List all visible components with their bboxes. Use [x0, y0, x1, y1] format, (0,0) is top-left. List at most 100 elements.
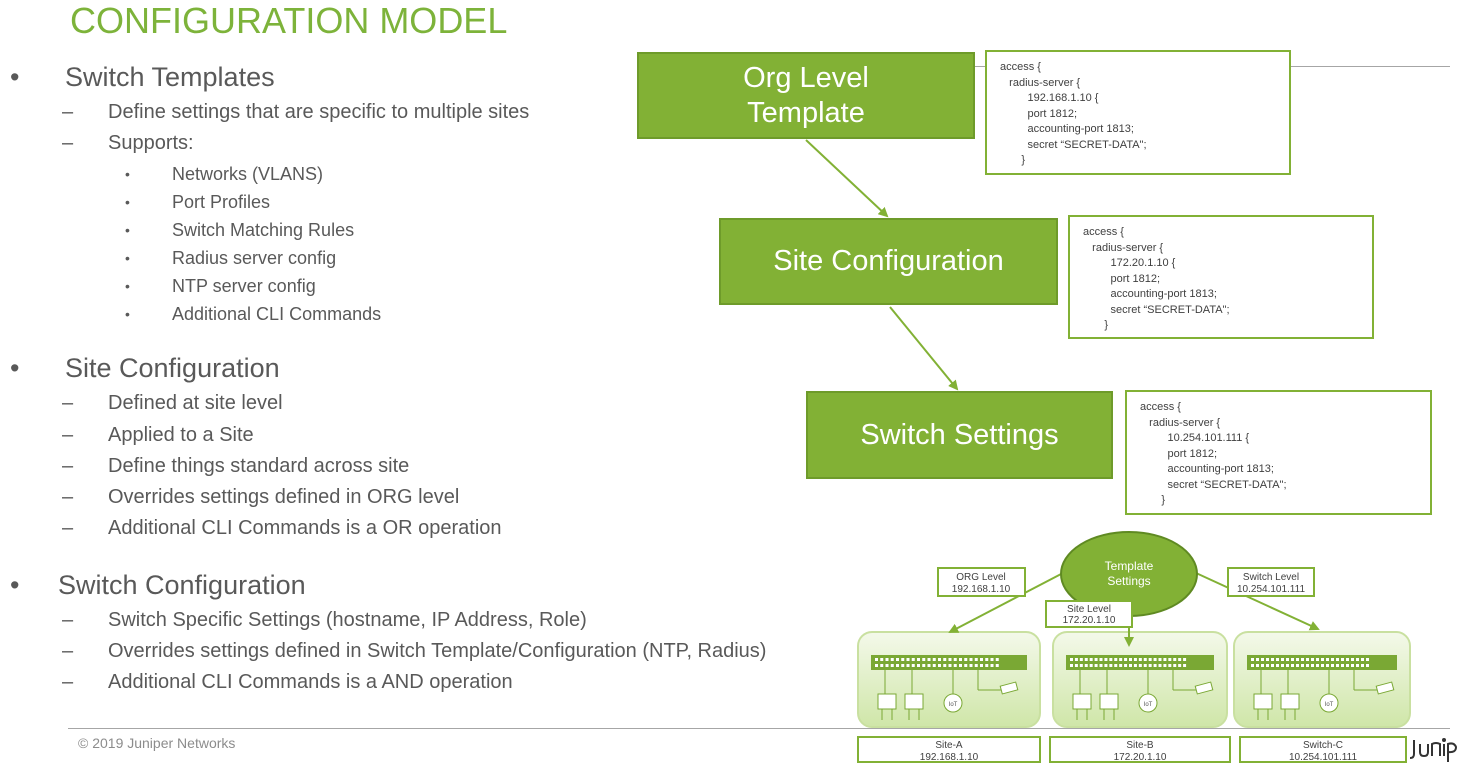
- bullet: •: [125, 278, 130, 294]
- item-text: Port Profiles: [172, 192, 271, 212]
- iot-device-icon: [1138, 693, 1158, 713]
- dash: –: [62, 132, 74, 154]
- iot-label: IoT: [1144, 702, 1153, 708]
- node-label: Settings: [1107, 574, 1150, 588]
- list-item: –Applied to a Site: [62, 424, 254, 447]
- level-ip: 10.254.101.111: [1237, 584, 1305, 595]
- dash: –: [62, 392, 74, 414]
- access-point-icon: [904, 693, 924, 710]
- list-item: – Additional CLI Commands is a OR operati…: [62, 517, 502, 540]
- sub-item: • Switch Matching Rules: [125, 220, 355, 241]
- heading-text: Site Configuration: [65, 353, 280, 383]
- switch-level-label: Switch Level 10.254.101.111: [1227, 567, 1315, 597]
- section-heading: • Switch Configuration: [10, 570, 306, 601]
- item-text: NTP server config: [172, 276, 316, 296]
- list-item: – Define settings that are specific to mu…: [62, 101, 530, 124]
- template-settings-node: Template Settings: [1060, 531, 1198, 617]
- item-text: Switch Matching Rules: [172, 220, 355, 240]
- list-item: – Supports:: [62, 132, 194, 155]
- iot-label: IoT: [1325, 702, 1334, 708]
- access-point-icon: [1280, 693, 1300, 710]
- camera-icon: [1194, 681, 1214, 695]
- bullet: •: [10, 353, 20, 383]
- access-point-icon: [877, 693, 897, 710]
- bullet: •: [125, 250, 130, 266]
- section-heading: •Switch Templates: [10, 62, 275, 93]
- item-text: Defined at site level: [108, 392, 283, 414]
- arrow-site-to-switch: [889, 306, 959, 391]
- dash: –: [62, 517, 74, 539]
- site-ip: 172.20.1.10: [1114, 752, 1167, 763]
- site-ip: 192.168.1.10: [920, 752, 979, 763]
- site-configuration-box: Site Configuration: [719, 218, 1058, 305]
- access-point-icon: [1072, 693, 1092, 710]
- level-ip: 192.168.1.10: [952, 584, 1011, 595]
- section-heading: • Site Configuration: [10, 353, 280, 384]
- sub-item: •Port Profiles: [125, 192, 271, 213]
- arrow-to-switch-c: [1195, 572, 1320, 631]
- dash: –: [62, 671, 74, 693]
- item-text: Overrides settings defined in Switch Tem…: [108, 640, 767, 662]
- bullet: •: [125, 166, 130, 182]
- sub-item: • Additional CLI Commands: [125, 304, 382, 325]
- site-name: Site-A: [935, 740, 963, 751]
- list-item: – Overrides settings defined in ORG level: [62, 486, 460, 509]
- item-text: Radius server config: [172, 248, 337, 268]
- box-label: Org Level Template: [743, 61, 869, 129]
- bottom-divider: [68, 728, 1450, 729]
- site-background: [1052, 631, 1228, 728]
- dash: –: [62, 486, 74, 508]
- list-item: – Additional CLI Commands is a AND operat…: [62, 671, 513, 694]
- bullet: •: [125, 222, 130, 238]
- level-ip: 172.20.1.10: [1063, 615, 1116, 626]
- switch-icon: [871, 655, 1027, 670]
- item-text: Additional CLI Commands: [172, 304, 382, 324]
- bullet: •: [125, 306, 130, 322]
- switch-config-code: access { radius-server { 10.254.101.111 …: [1125, 390, 1432, 515]
- item-text: Supports:: [108, 132, 194, 154]
- list-item: – Switch Specific Settings (hostname, IP …: [62, 609, 587, 632]
- org-level-template-box: Org Level Template: [637, 52, 975, 139]
- juniper-logo: [1409, 738, 1458, 762]
- site-config-code: access { radius-server { 172.20.1.10 { p…: [1068, 215, 1374, 339]
- level-name: Site Level: [1067, 604, 1111, 615]
- list-item: – Define things standard across site: [62, 455, 410, 478]
- camera-icon: [999, 681, 1019, 695]
- dash: –: [62, 455, 74, 477]
- dash: –: [62, 609, 74, 631]
- box-label: Switch Settings: [860, 418, 1059, 451]
- item-text: Additional CLI Commands is a OR operatio…: [108, 517, 502, 539]
- heading-text: Switch Configuration: [58, 570, 306, 600]
- dash: –: [62, 640, 74, 662]
- site-name: Switch-C: [1303, 740, 1343, 751]
- item-text: Define things standard across site: [108, 455, 410, 477]
- item-text: Networks (VLANS): [172, 164, 324, 184]
- site-ip: 10.254.101.111: [1289, 752, 1357, 763]
- node-label: Template: [1105, 559, 1154, 573]
- camera-icon: [1375, 681, 1395, 695]
- dash: –: [62, 101, 74, 123]
- slide-title: CONFIGURATION MODEL: [70, 0, 508, 41]
- switch-icon: [1066, 655, 1214, 670]
- iot-device-icon: [943, 693, 963, 713]
- bullet: •: [10, 570, 20, 600]
- site-group: IoT: [1233, 631, 1411, 728]
- access-point-icon: [1253, 693, 1273, 710]
- item-text: Additional CLI Commands is a AND operati…: [108, 671, 513, 693]
- item-text: Define settings that are specific to mul…: [108, 101, 530, 123]
- iot-label: IoT: [949, 702, 958, 708]
- copyright-footer: © 2019 Juniper Networks: [78, 735, 236, 751]
- arrow-org-to-site: [805, 139, 889, 218]
- item-text: Overrides settings defined in ORG level: [108, 486, 460, 508]
- access-point-icon: [1099, 693, 1119, 710]
- item-text: Switch Specific Settings (hostname, IP A…: [108, 609, 587, 631]
- sub-item: • Networks (VLANS): [125, 164, 324, 185]
- bullet: •: [10, 62, 20, 92]
- sub-item: • NTP server config: [125, 276, 316, 297]
- site-group: IoT: [857, 631, 1041, 728]
- level-name: Switch Level: [1243, 572, 1299, 583]
- item-text: Applied to a Site: [108, 424, 254, 446]
